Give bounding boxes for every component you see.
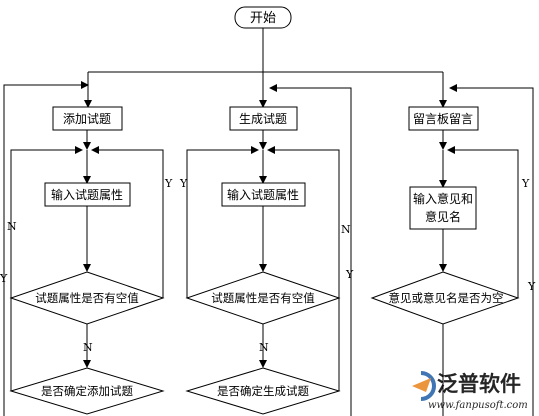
input-label-message-line2: 意见名: [425, 209, 461, 224]
decision-label-message-empty: 意见或意见名是否为空: [389, 291, 504, 305]
input-label-add: 输入试题属性: [51, 187, 123, 202]
watermark-name: 泛普软件: [437, 371, 521, 396]
input-box-message: [409, 186, 477, 230]
col3-yes-return-loop: [449, 84, 534, 416]
decision-label-confirm-generate: 是否确定生成试题: [217, 384, 309, 398]
column-add-question: 添加试题 输入试题属性 试题属性是否有空值 Y N 是否确定添加试题 N Y: [0, 81, 173, 416]
col1-no-loop: [10, 146, 83, 391]
decision-label-add-empty: 试题属性是否有空值: [35, 291, 139, 305]
col2-yes-label: Y: [179, 177, 188, 190]
col2-yes-return-loop: [269, 84, 352, 416]
column-message-board: 留言板留言 输入意见和 意见名 意见或意见名是否为空 Y Y: [370, 84, 536, 416]
watermark: 泛普软件 www.fanpusoft.com: [412, 371, 528, 411]
col1-yes-return-loop: [3, 81, 89, 416]
col2-no-label: N: [259, 341, 269, 354]
col1-yes-loop: [91, 146, 164, 298]
column-generate-question: 生成试题 输入试题属性 试题属性是否有空值 Y N 是否确定生成试题 N Y: [179, 84, 354, 416]
decision-label-confirm-add: 是否确定添加试题: [41, 384, 133, 398]
col2-yes-loop: [186, 146, 259, 298]
decision-diamond-confirm-add: [9, 367, 165, 415]
col3-loop-yes-label: Y: [527, 280, 536, 293]
start-label: 开始: [250, 11, 276, 26]
watermark-logo-icon: [412, 371, 436, 401]
process-label-message: 留言板留言: [413, 112, 473, 126]
col1-loop-yes-label: Y: [0, 272, 8, 285]
col1-no-label: N: [83, 341, 93, 354]
col2-loop-yes-label: Y: [345, 268, 354, 281]
col1-yes-label: Y: [164, 177, 173, 190]
input-label-generate: 输入试题属性: [227, 187, 299, 202]
col2-no-loop: [267, 146, 340, 391]
col3-yes-label: Y: [521, 177, 530, 190]
decision-label-generate-empty: 试题属性是否有空值: [211, 291, 315, 305]
process-label-generate: 生成试题: [239, 111, 287, 126]
process-label-add: 添加试题: [63, 111, 111, 126]
decision-diamond-confirm-generate: [185, 367, 341, 415]
col3-yes-loop: [447, 146, 519, 298]
input-label-message-line1: 输入意见和: [413, 191, 473, 206]
col1-loop-no-label: N: [7, 220, 17, 233]
col2-loop-no-label: N: [341, 223, 351, 236]
watermark-url: www.fanpusoft.com: [428, 400, 528, 411]
